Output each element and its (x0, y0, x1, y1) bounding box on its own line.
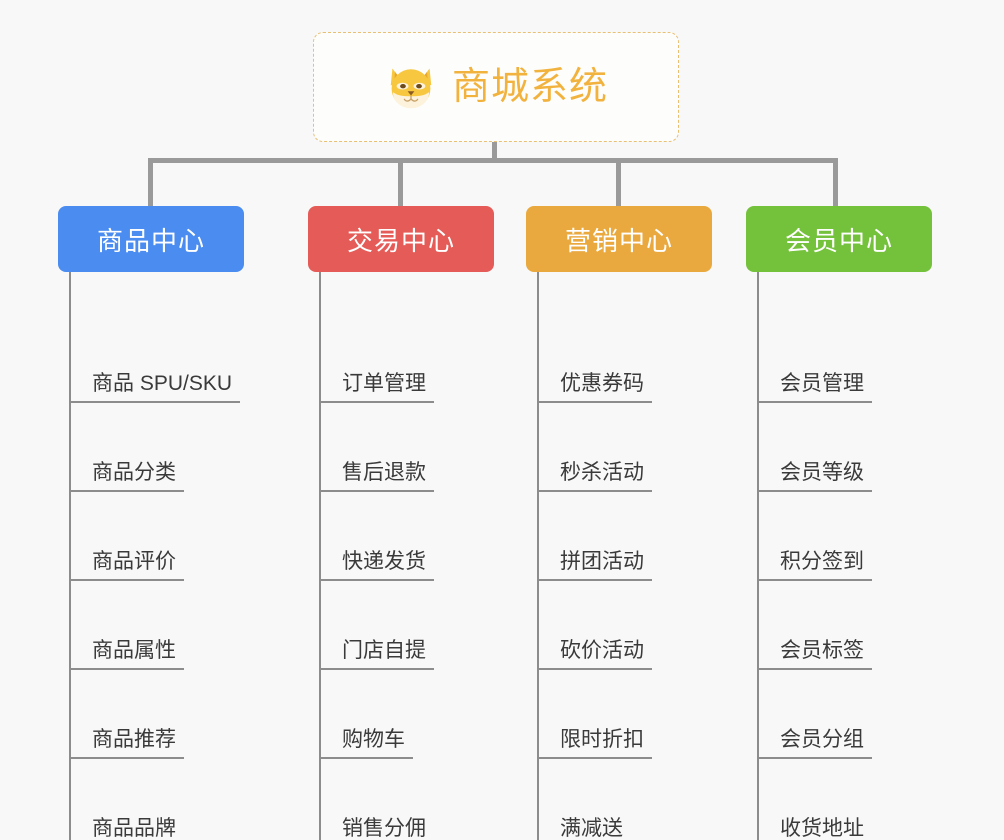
branch-column-1: 商品中心 商品 SPU/SKU 商品分类 商品评价 商品属性 商品推荐 (58, 206, 244, 840)
leaf-underline (319, 579, 434, 581)
leaf-underline (537, 757, 652, 759)
branch-connector-drop-2 (398, 158, 403, 206)
leaf-underline (319, 757, 413, 759)
leaf-list-2: 订单管理 售后退款 快递发货 门店自提 购物车 销售分佣 (308, 272, 494, 840)
leaf-spine (537, 272, 539, 840)
leaf-label: 收货地址 (780, 817, 864, 840)
branch-header-label: 会员中心 (784, 225, 893, 256)
leaf-item[interactable]: 商品属性 (58, 581, 244, 670)
leaf-item[interactable]: 购物车 (308, 670, 494, 759)
leaf-underline (537, 490, 652, 492)
leaf-underline (537, 668, 652, 670)
leaf-underline (757, 401, 872, 403)
leaf-item[interactable]: 积分签到 (746, 492, 932, 581)
leaf-underline (69, 668, 184, 670)
leaf-item[interactable]: 收货地址 (746, 759, 932, 840)
leaf-underline (537, 401, 652, 403)
leaf-spine (757, 272, 759, 840)
leaf-underline (319, 668, 434, 670)
leaf-item[interactable]: 砍价活动 (526, 581, 712, 670)
leaf-label: 销售分佣 (342, 817, 426, 840)
leaf-spine (319, 272, 321, 840)
branch-connector-drop-4 (833, 158, 838, 206)
leaf-item[interactable]: 门店自提 (308, 581, 494, 670)
leaf-label: 积分签到 (780, 550, 864, 573)
leaf-label: 限时折扣 (560, 728, 644, 751)
branch-header-label: 交易中心 (346, 225, 455, 256)
leaf-underline (319, 490, 434, 492)
leaf-label: 商品属性 (92, 639, 176, 662)
leaf-item[interactable]: 商品 SPU/SKU (58, 314, 244, 403)
leaf-underline (69, 401, 240, 403)
branch-connector-bar (148, 158, 838, 163)
leaf-underline (69, 579, 184, 581)
leaf-underline (757, 490, 872, 492)
branch-header-1[interactable]: 商品中心 (58, 206, 244, 272)
leaf-list-1: 商品 SPU/SKU 商品分类 商品评价 商品属性 商品推荐 商品品牌 (58, 272, 244, 840)
leaf-item[interactable]: 商品分类 (58, 403, 244, 492)
leaf-label: 门店自提 (342, 639, 426, 662)
leaf-underline (537, 579, 652, 581)
leaf-item[interactable]: 订单管理 (308, 314, 494, 403)
leaf-label: 订单管理 (342, 372, 426, 395)
leaf-item[interactable]: 快递发货 (308, 492, 494, 581)
leaf-underline (69, 757, 184, 759)
leaf-label: 售后退款 (342, 461, 426, 484)
leaf-label: 拼团活动 (560, 550, 644, 573)
leaf-label: 商品推荐 (92, 728, 176, 751)
leaf-label: 优惠券码 (560, 372, 644, 395)
leaf-underline (757, 757, 872, 759)
leaf-item[interactable]: 满减送 (526, 759, 712, 840)
leaf-item[interactable]: 销售分佣 (308, 759, 494, 840)
leaf-item[interactable]: 会员分组 (746, 670, 932, 759)
leaf-label: 会员管理 (780, 372, 864, 395)
leaf-item[interactable]: 秒杀活动 (526, 403, 712, 492)
leaf-item[interactable]: 会员标签 (746, 581, 932, 670)
leaf-underline (757, 668, 872, 670)
leaf-item[interactable]: 会员等级 (746, 403, 932, 492)
leaf-list-4: 会员管理 会员等级 积分签到 会员标签 会员分组 收货地址 (746, 272, 932, 840)
root-node[interactable]: 商城系统 (313, 32, 679, 142)
leaf-label: 满减送 (560, 817, 623, 840)
leaf-item[interactable]: 商品推荐 (58, 670, 244, 759)
branch-header-label: 营销中心 (564, 225, 673, 256)
leaf-label: 会员分组 (780, 728, 864, 751)
leaf-list-3: 优惠券码 秒杀活动 拼团活动 砍价活动 限时折扣 满减送 (526, 272, 712, 840)
leaf-underline (757, 579, 872, 581)
leaf-label: 商品评价 (92, 550, 176, 573)
branch-connector-drop-3 (616, 158, 621, 206)
leaf-label: 快递发货 (342, 550, 426, 573)
root-connector-stem (492, 142, 497, 162)
leaf-underline (319, 401, 434, 403)
dog-face-icon (384, 60, 438, 114)
leaf-item[interactable]: 售后退款 (308, 403, 494, 492)
leaf-label: 砍价活动 (560, 639, 644, 662)
leaf-label: 会员标签 (780, 639, 864, 662)
leaf-item[interactable]: 商品评价 (58, 492, 244, 581)
branch-connector-drop-1 (148, 158, 153, 206)
branch-column-4: 会员中心 会员管理 会员等级 积分签到 会员标签 会员分组 (746, 206, 932, 840)
leaf-item[interactable]: 优惠券码 (526, 314, 712, 403)
leaf-item[interactable]: 商品品牌 (58, 759, 244, 840)
leaf-label: 秒杀活动 (560, 461, 644, 484)
leaf-label: 商品品牌 (92, 817, 176, 840)
branch-column-3: 营销中心 优惠券码 秒杀活动 拼团活动 砍价活动 限时折扣 (526, 206, 712, 840)
branch-header-2[interactable]: 交易中心 (308, 206, 494, 272)
leaf-label: 购物车 (342, 728, 405, 751)
leaf-item[interactable]: 限时折扣 (526, 670, 712, 759)
branch-header-4[interactable]: 会员中心 (746, 206, 932, 272)
leaf-label: 会员等级 (780, 461, 864, 484)
leaf-label: 商品分类 (92, 461, 176, 484)
branch-header-3[interactable]: 营销中心 (526, 206, 712, 272)
leaf-underline (69, 490, 184, 492)
branch-header-label: 商品中心 (96, 225, 205, 256)
leaf-label: 商品 SPU/SKU (92, 372, 233, 395)
leaf-item[interactable]: 拼团活动 (526, 492, 712, 581)
leaf-item[interactable]: 会员管理 (746, 314, 932, 403)
branch-column-2: 交易中心 订单管理 售后退款 快递发货 门店自提 购物车 (308, 206, 494, 840)
leaf-spine (69, 272, 71, 840)
root-title: 商城系统 (451, 66, 608, 108)
